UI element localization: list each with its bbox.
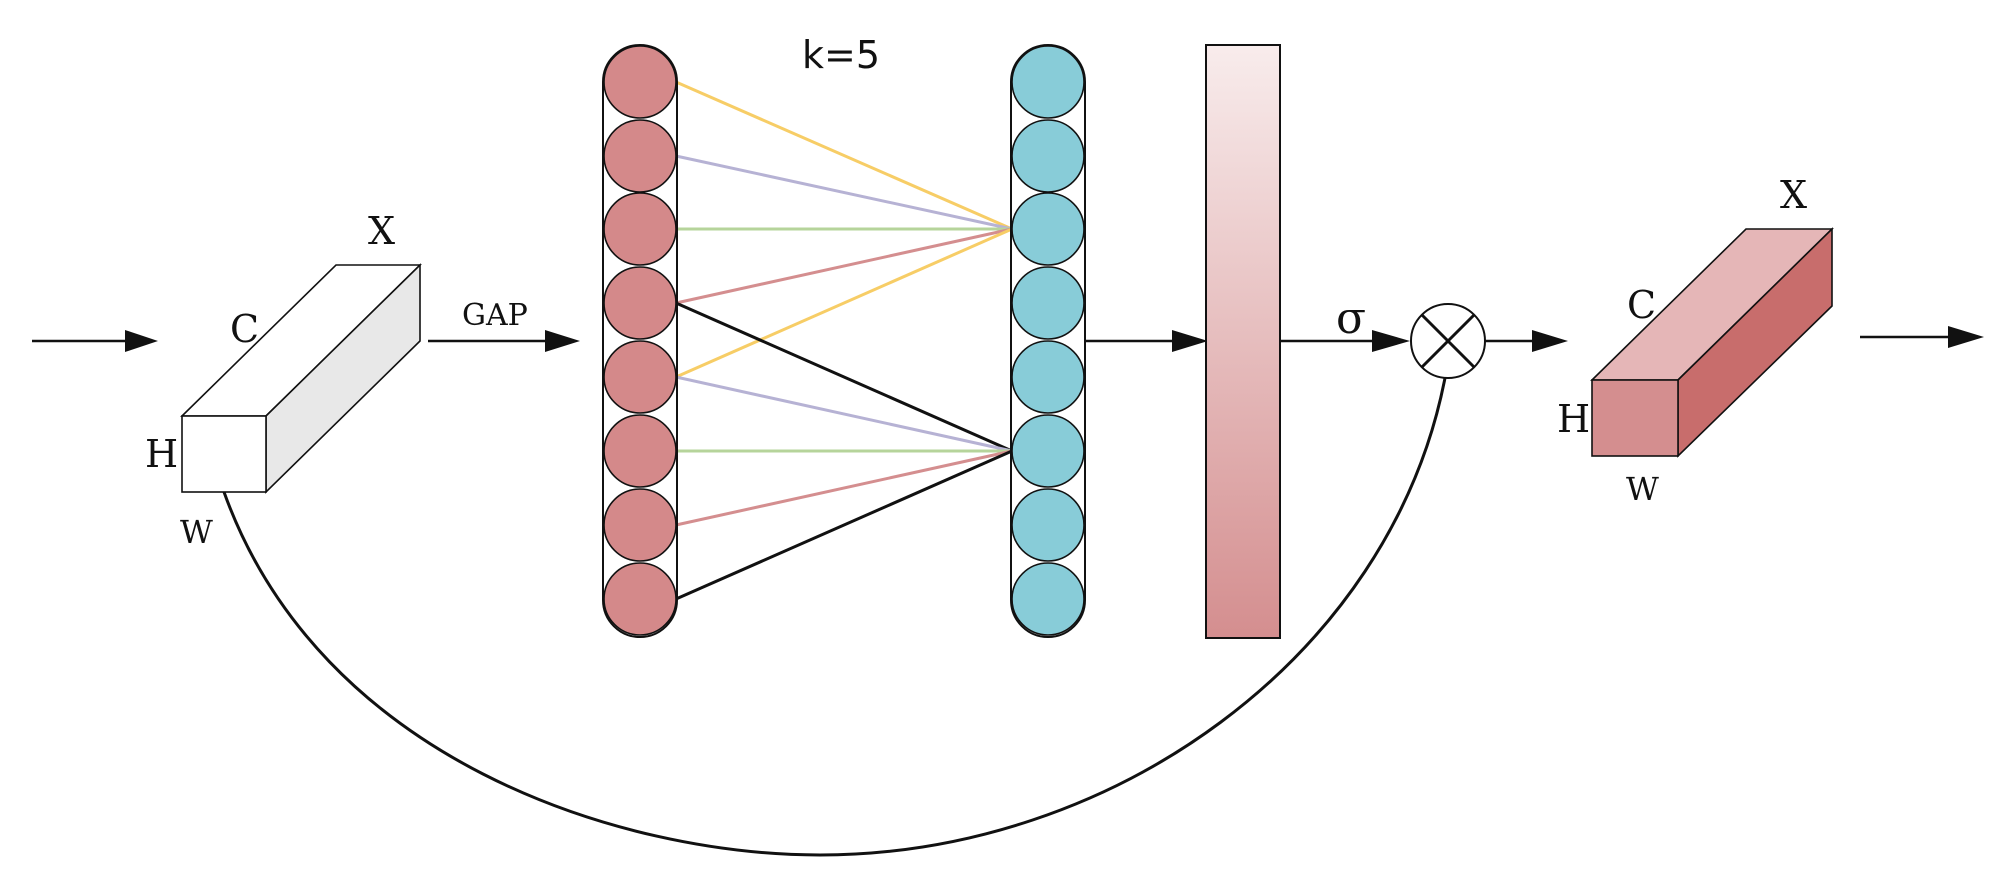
input-node (603, 45, 677, 119)
output-node (1011, 562, 1085, 636)
output-c-label: C (1627, 283, 1656, 327)
output-node (1011, 414, 1085, 488)
attention-weight-bar (1205, 44, 1281, 639)
multiply-to-output-arrow (1485, 330, 1568, 352)
output-arrow (1860, 326, 1984, 348)
input-node (603, 266, 677, 340)
gap-arrow (428, 330, 580, 352)
output-node-column (1010, 44, 1086, 638)
input-node-column (602, 44, 678, 638)
output-column-capsule (1010, 44, 1086, 638)
conn-line (675, 227, 1013, 305)
input-feature-box (180, 263, 422, 494)
output-h-label: H (1557, 397, 1590, 441)
input-box-front (181, 415, 267, 493)
sigma-label: σ (1336, 293, 1366, 344)
input-node (603, 562, 677, 636)
input-x-label: X (368, 209, 395, 253)
output-x-label: X (1780, 173, 1807, 217)
output-feature-box (1590, 227, 1834, 458)
conn-line (675, 301, 1013, 453)
conn-line (675, 449, 1013, 601)
input-column-capsule (602, 44, 678, 638)
input-w-label: W (180, 513, 213, 551)
output-node (1011, 340, 1085, 414)
output-node (1011, 45, 1085, 119)
nodes-to-bar-arrow (1086, 330, 1208, 352)
conn-line (675, 80, 1013, 231)
output-box-front (1591, 379, 1679, 457)
output-node (1011, 192, 1085, 266)
conn-line (675, 154, 1013, 231)
circle-times-icon (1410, 303, 1486, 379)
sigma-arrow (1281, 330, 1410, 352)
input-node (603, 192, 677, 266)
conn-line (675, 375, 1013, 453)
kernel-size-label: k=5 (802, 33, 880, 77)
input-node (603, 488, 677, 562)
conn-line (675, 227, 1013, 379)
output-node (1011, 119, 1085, 193)
input-node (603, 414, 677, 488)
output-node (1011, 266, 1085, 340)
input-arrow (32, 330, 158, 352)
output-node (1011, 488, 1085, 562)
skip-connection-curve (222, 377, 1447, 857)
gap-label: GAP (462, 298, 528, 333)
kernel-connections (675, 80, 1013, 601)
conn-line (675, 449, 1013, 527)
input-node (603, 340, 677, 414)
input-h-label: H (145, 432, 178, 476)
input-c-label: C (230, 307, 259, 351)
output-w-label: W (1626, 470, 1659, 508)
input-node (603, 119, 677, 193)
